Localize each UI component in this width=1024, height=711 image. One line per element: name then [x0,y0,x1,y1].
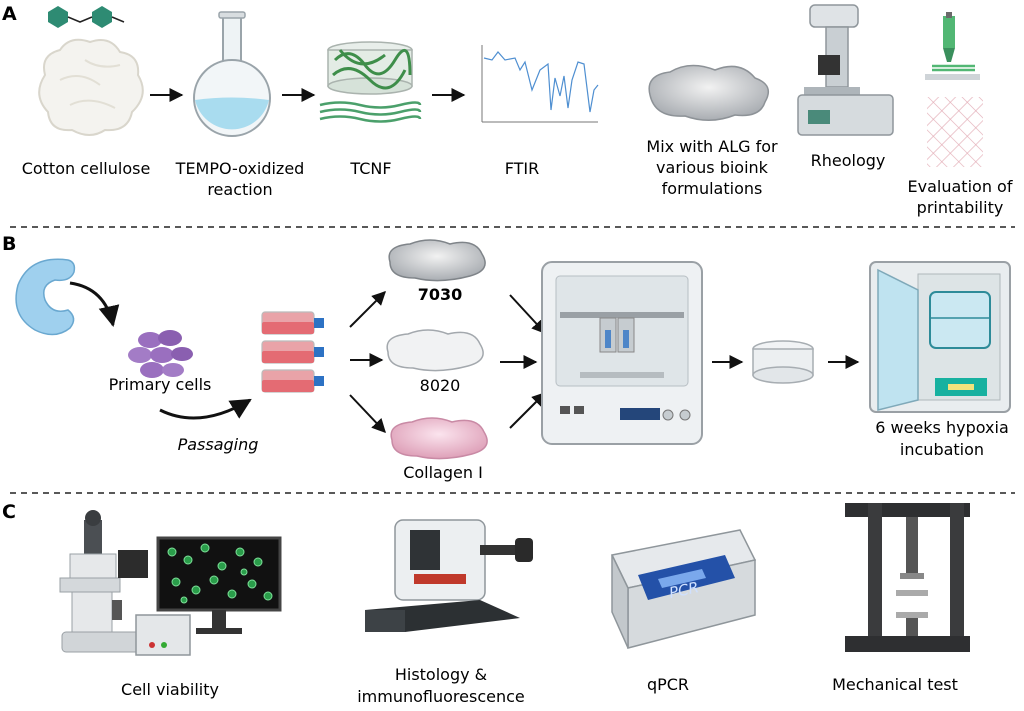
label-7030: 7030 [418,285,463,304]
label-passaging: Passaging [178,435,259,454]
panel-label-a: A [2,3,17,25]
label-mix-line3: formulations [662,179,763,198]
bioink-8020-blob [386,329,484,372]
pcr-screen-text: PCR [667,578,700,602]
arrow-b-down [349,394,386,434]
bioprinter-nozzle-icon [925,12,983,167]
label-cotton-cellulose: Cotton cellulose [22,159,151,178]
label-eval-line2: printability [917,198,1004,217]
label-hypoxia-line1: 6 weeks hypoxia [875,418,1009,437]
rheometer-icon [797,4,894,136]
label-mix-line2: various bioink [656,158,769,177]
panel-label-b: B [2,233,16,255]
tcnf-container-icon [319,41,422,123]
label-mechanical-test: Mechanical test [832,675,958,694]
label-qpcr: qPCR [647,675,689,694]
microscope-icon [59,510,148,653]
arrow-b-up [349,291,386,328]
bioink-7030-blob [388,239,486,282]
label-ftir: FTIR [505,159,540,178]
label-hypoxia-line2: incubation [900,440,984,459]
culture-flasks-icon [261,311,324,393]
label-eval-line1: Evaluation of [908,177,1013,196]
primary-cells-icon [128,330,193,378]
pcr-machine-icon [610,529,757,649]
label-rheology: Rheology [811,151,886,170]
panel-label-c: C [2,501,16,523]
label-tcnf: TCNF [349,159,391,178]
curved-arrow-to-cells [69,281,120,328]
arrow-to-printer-bot [509,392,546,429]
label-tempo-line1: TEMPO-oxidized [175,159,305,178]
bioink-blob-icon [648,64,770,121]
fluorescent-cells [167,543,273,604]
label-8020: 8020 [420,376,461,395]
microtome-icon [365,519,533,632]
arrow-to-printer-top [509,294,546,335]
curved-arrow-passaging [159,398,252,420]
monitor-icon [156,536,282,634]
cotton-icon [38,38,144,136]
scaffold-dish-icon [752,340,814,384]
meniscus-c-icon [15,258,76,336]
ftir-spectrum-icon [481,45,599,123]
label-histo-line2: immunofluorescence [357,687,525,706]
incubator-icon [869,261,1011,413]
mechanical-tester-icon [845,503,970,652]
label-tempo-line2: reaction [207,180,272,199]
cellulose-molecule-icon [48,6,125,28]
label-cell-viability: Cell viability [121,680,219,699]
round-flask-icon [193,11,271,137]
label-mix-line1: Mix with ALG for [646,137,778,156]
3d-bioprinter-icon [541,261,703,445]
label-primary-cells: Primary cells [109,375,212,394]
label-histo-line1: Histology & [395,665,487,684]
collagen-blob [390,417,488,460]
label-collagen: Collagen I [403,463,483,482]
power-supply-icon [135,614,191,656]
